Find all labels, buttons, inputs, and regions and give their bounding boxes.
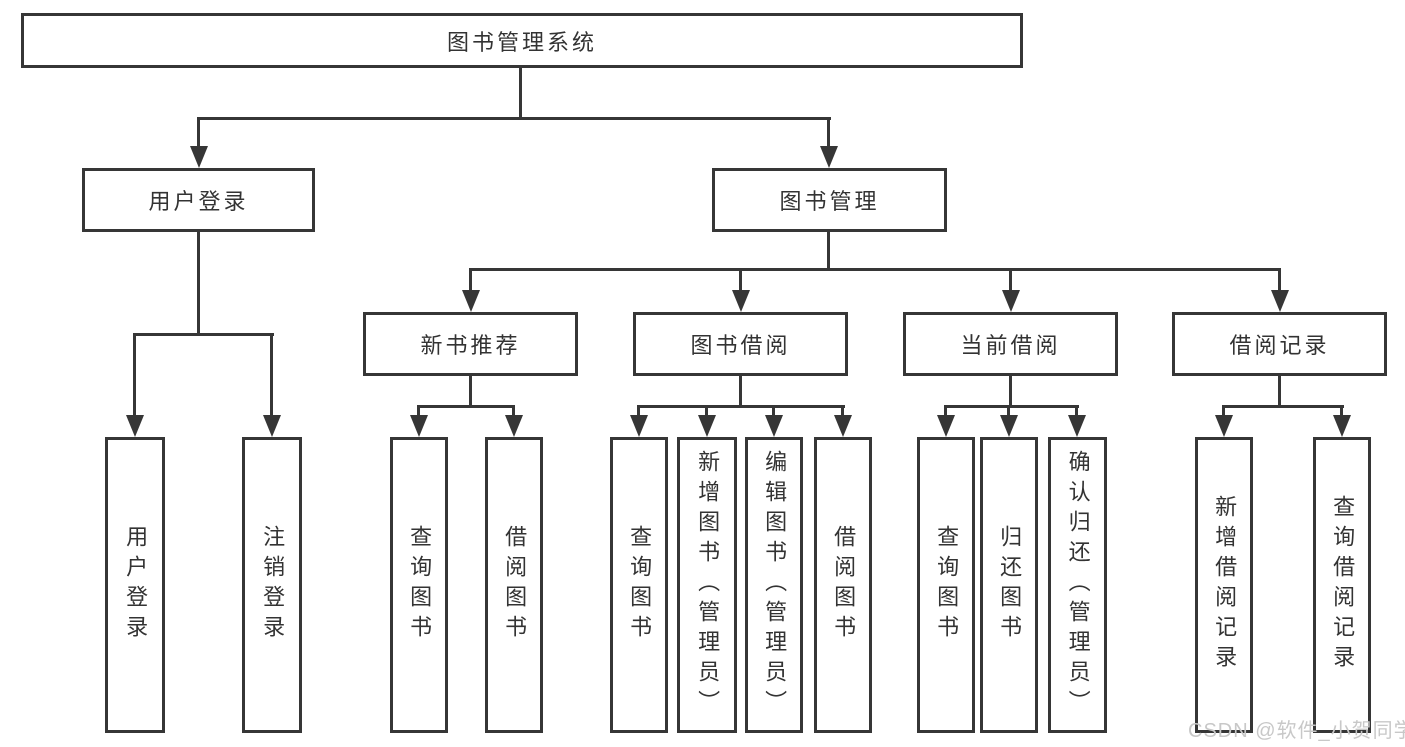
connector-arrow (937, 415, 955, 437)
leaf-query-books-1-label: 查询图书 (407, 525, 433, 645)
connector-arrow (834, 415, 852, 437)
connector-arrow (126, 415, 144, 437)
connector-line (1222, 405, 1344, 408)
node-book-borrow-label: 图书借阅 (690, 333, 791, 358)
connector-arrow (1068, 415, 1086, 437)
node-current-borrow-label: 当前借阅 (960, 333, 1061, 358)
node-book-management: 图书管理 (712, 168, 947, 232)
leaf-query-borrow-record-label: 查询借阅记录 (1330, 495, 1356, 675)
leaf-query-books-3: 查询图书 (917, 437, 975, 733)
node-user-login: 用户登录 (82, 168, 315, 232)
connector-line (739, 268, 742, 291)
connector-line (739, 376, 742, 407)
leaf-user-login-label: 用户登录 (123, 525, 149, 645)
connector-arrow (1333, 415, 1351, 437)
connector-line (944, 405, 947, 418)
watermark: CSDN @软件_小贺同学 (1188, 720, 1405, 742)
leaf-add-borrow-record: 新增借阅记录 (1195, 437, 1253, 733)
connector-line (270, 333, 273, 418)
connector-line (417, 405, 420, 418)
leaf-edit-book-admin-label: 编辑图书（管理员） (762, 450, 788, 720)
connector-arrow (630, 415, 648, 437)
connector-arrow (732, 290, 750, 312)
connector-arrow (263, 415, 281, 437)
connector-line (417, 405, 515, 408)
connector-line (197, 117, 200, 148)
connector-line (1340, 405, 1343, 418)
leaf-return-book-label: 归还图书 (997, 525, 1023, 645)
connector-arrow (698, 415, 716, 437)
leaf-edit-book-admin: 编辑图书（管理员） (745, 437, 803, 733)
node-book-borrow: 图书借阅 (633, 312, 848, 376)
connector-arrow (462, 290, 480, 312)
leaf-add-borrow-record-label: 新增借阅记录 (1212, 495, 1238, 675)
connector-line (133, 333, 274, 336)
connector-line (512, 405, 515, 418)
leaf-return-book: 归还图书 (980, 437, 1038, 733)
leaf-query-books-2-label: 查询图书 (627, 525, 653, 645)
connector-line (469, 268, 1281, 271)
connector-line (1075, 405, 1078, 418)
connector-line (1009, 376, 1012, 407)
connector-line (841, 405, 844, 418)
connector-line (197, 232, 200, 336)
node-borrow-records-label: 借阅记录 (1229, 333, 1330, 358)
connector-line (1278, 376, 1281, 407)
connector-line (637, 405, 845, 408)
leaf-user-login: 用户登录 (105, 437, 165, 733)
leaf-add-book-admin: 新增图书（管理员） (677, 437, 737, 733)
leaf-borrow-books-1-label: 借阅图书 (502, 525, 528, 645)
connector-arrow (190, 146, 208, 168)
connector-arrow (1002, 290, 1020, 312)
leaf-confirm-return-admin-label: 确认归还（管理员） (1065, 450, 1091, 720)
node-book-management-label: 图书管理 (779, 189, 880, 214)
connector-line (827, 232, 830, 271)
node-user-login-label: 用户登录 (148, 189, 249, 214)
connector-arrow (765, 415, 783, 437)
connector-line (519, 68, 522, 118)
connector-line (1222, 405, 1225, 418)
leaf-query-books-1: 查询图书 (390, 437, 448, 733)
connector-line (469, 268, 472, 291)
connector-line (772, 405, 775, 418)
connector-arrow (410, 415, 428, 437)
connector-line (827, 117, 830, 148)
connector-line (1009, 268, 1012, 291)
leaf-add-book-admin-label: 新增图书（管理员） (695, 450, 721, 720)
node-current-borrow: 当前借阅 (903, 312, 1118, 376)
connector-arrow (1000, 415, 1018, 437)
node-new-book-recommend-label: 新书推荐 (420, 333, 521, 358)
node-root-label: 图书管理系统 (446, 29, 597, 55)
connector-arrow (1215, 415, 1233, 437)
connector-arrow (820, 146, 838, 168)
connector-line (705, 405, 708, 418)
node-borrow-records: 借阅记录 (1172, 312, 1387, 376)
connector-line (197, 117, 831, 120)
leaf-borrow-books-2: 借阅图书 (814, 437, 872, 733)
leaf-confirm-return-admin: 确认归还（管理员） (1048, 437, 1107, 733)
leaf-query-books-2: 查询图书 (610, 437, 668, 733)
leaf-borrow-books-2-label: 借阅图书 (831, 525, 857, 645)
leaf-query-books-3-label: 查询图书 (934, 525, 960, 645)
connector-arrow (505, 415, 523, 437)
connector-line (944, 405, 1079, 408)
connector-line (1278, 268, 1281, 291)
leaf-borrow-books-1: 借阅图书 (485, 437, 543, 733)
leaf-logout: 注销登录 (242, 437, 302, 733)
connector-line (469, 376, 472, 407)
leaf-logout-label: 注销登录 (260, 525, 286, 645)
connector-line (133, 333, 136, 418)
leaf-query-borrow-record: 查询借阅记录 (1313, 437, 1371, 733)
connector-arrow (1271, 290, 1289, 312)
connector-line (1007, 405, 1010, 418)
node-new-book-recommend: 新书推荐 (363, 312, 578, 376)
node-root: 图书管理系统 (21, 13, 1023, 68)
connector-line (637, 405, 640, 418)
